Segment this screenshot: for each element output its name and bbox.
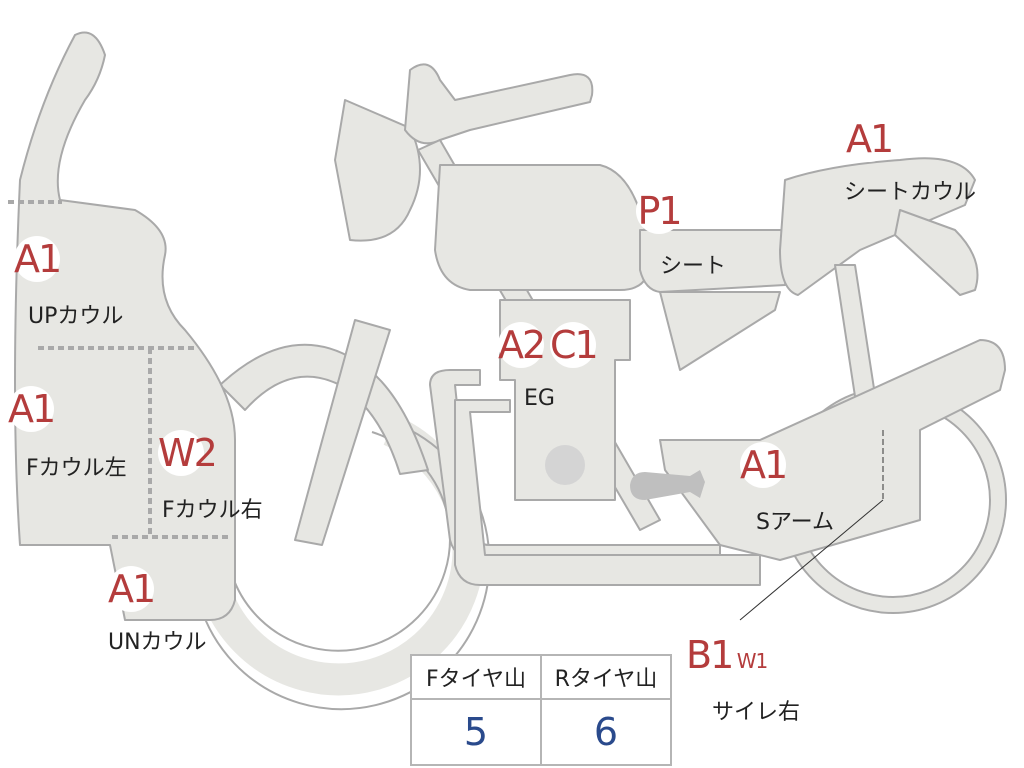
- engine-code-1: A2: [498, 322, 546, 368]
- handlebar: [404, 63, 594, 145]
- tail-fin: [894, 209, 979, 296]
- table-header-row: Fタイヤ山 Rタイヤ山: [410, 654, 672, 700]
- silencer-right-label: サイレ右: [712, 700, 801, 725]
- un-cowl-label: UNカウル: [108, 630, 207, 655]
- f-cowl-left-code: A1: [8, 386, 56, 432]
- engine-cover: [545, 445, 585, 485]
- seat-cowl-label: シートカウル: [844, 180, 977, 205]
- swing-arm: [659, 339, 1006, 561]
- swing-arm-code: A1: [740, 442, 788, 488]
- up-cowl-label: UPカウル: [28, 304, 124, 329]
- f-cowl-right-label: Fカウル右: [162, 498, 263, 523]
- side-cover: [659, 291, 781, 371]
- exhaust-pipe: [454, 399, 761, 586]
- tire-tread-table: Fタイヤ山 Rタイヤ山 5 6: [410, 654, 672, 766]
- front-tire-header: Fタイヤ山: [410, 654, 542, 700]
- rear-tire-value: 6: [540, 698, 672, 766]
- f-cowl-right-code: W2: [158, 430, 218, 476]
- engine-code-2: C1: [550, 322, 599, 368]
- seat-code: P1: [636, 188, 683, 234]
- un-cowl-code: A1: [108, 566, 156, 612]
- front-tire-value: 5: [410, 698, 542, 766]
- foot-peg: [630, 470, 705, 500]
- front-fork: [294, 319, 391, 546]
- table-value-row: 5 6: [410, 698, 672, 766]
- silencer-right-code-2: W1: [736, 645, 768, 677]
- seat-label: シート: [660, 254, 727, 279]
- headlight: [334, 99, 421, 242]
- f-cowl-left-label: Fカウル左: [26, 456, 127, 481]
- silencer-right-code-1: B1: [686, 632, 734, 678]
- fuel-tank: [434, 164, 651, 291]
- seat-cowl: [779, 157, 976, 296]
- swing-arm-label: Sアーム: [756, 510, 834, 535]
- seat-cowl-code: A1: [846, 116, 894, 162]
- engine-label: EG: [524, 386, 555, 411]
- up-cowl-code: A1: [14, 236, 62, 282]
- silencer-leader: [739, 430, 884, 621]
- rear-tire-header: Rタイヤ山: [540, 654, 672, 700]
